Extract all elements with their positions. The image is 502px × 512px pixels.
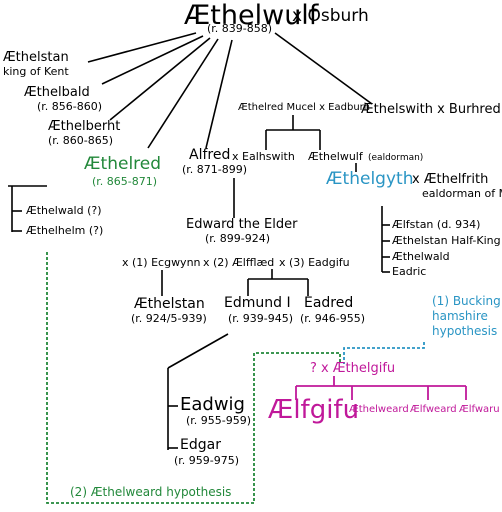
aethelred-name: Æthelred bbox=[84, 154, 162, 174]
buckinghamshire-hypothesis-path bbox=[343, 342, 425, 364]
line-to-aethelstan-kent bbox=[87, 32, 197, 63]
edward-wife-2: x (2) Ælfflæd bbox=[203, 256, 275, 269]
aethelberht-reign: (r. 860-865) bbox=[48, 134, 114, 147]
eadwig-name: Eadwig bbox=[180, 394, 245, 415]
buckinghamshire-hypothesis-line3: hypothesis bbox=[432, 324, 498, 338]
aethelbald-name: Æthelbald bbox=[24, 85, 90, 100]
aethelwald-name: Æthelwald (?) bbox=[26, 204, 102, 217]
aelfweard-name: Ælfweard bbox=[410, 404, 457, 415]
eadred-reign: (r. 946-955) bbox=[300, 312, 366, 325]
aethelbald-reign: (r. 856-860) bbox=[37, 100, 103, 113]
aethelfrith-child-3: Æthelwald bbox=[392, 250, 450, 263]
aethelstan-kent-name: Æthelstan bbox=[3, 50, 69, 65]
aethelgifu-couple: ? x Æthelgifu bbox=[310, 361, 396, 376]
aethelgyth-spouse: x Æthelfrith bbox=[412, 172, 489, 187]
eadred-name: Eadred bbox=[304, 295, 354, 311]
eadwig-reign: (r. 955-959) bbox=[186, 414, 252, 427]
aelfgifu-name: Ælfgifu bbox=[268, 395, 360, 425]
blue-dashed-connector bbox=[343, 342, 425, 364]
aethelweard-hypothesis-label: (2) Æthelweard hypothesis bbox=[70, 485, 232, 499]
edward-name: Edward the Elder bbox=[186, 217, 298, 232]
line-to-alfred bbox=[205, 39, 233, 149]
aethelgifu-lines bbox=[295, 376, 467, 400]
aethelred-mucel-couple: Æthelred Mucel x Eadburh bbox=[238, 102, 370, 113]
line-to-aethelswith bbox=[274, 32, 373, 105]
alfred-spouse: x Ealhswith bbox=[232, 150, 295, 163]
alfred-name: Alfred bbox=[189, 147, 231, 163]
edmund-reign: (r. 939-945) bbox=[228, 312, 294, 325]
edmund-name: Edmund I bbox=[224, 295, 291, 311]
edward-reign: (r. 899-924) bbox=[205, 232, 271, 245]
aelfwaru-name: Ælfwaru bbox=[459, 404, 500, 415]
aethelwulf-name: Æthelwulf bbox=[184, 0, 319, 31]
aethelred-reign: (r. 865-871) bbox=[92, 175, 158, 188]
green-dashed-connector bbox=[46, 252, 341, 504]
aethelfrith-title: ealdorman of Merc bbox=[422, 187, 502, 200]
edgar-reign: (r. 959-975) bbox=[174, 454, 240, 467]
lineage-lines bbox=[8, 32, 390, 450]
buckinghamshire-hypothesis-line2: hamshire bbox=[432, 309, 488, 323]
aethelfrith-child-1: Ælfstan (d. 934) bbox=[392, 218, 481, 231]
aethelweard-name: Æthelweard bbox=[349, 404, 409, 415]
aethelstan-kent-title: king of Kent bbox=[3, 65, 69, 78]
aethelwulf-spouse: x Osburh bbox=[292, 6, 369, 26]
aethelstan-king-reign: (r. 924/5-939) bbox=[131, 312, 207, 325]
line-to-aethelred bbox=[147, 38, 219, 149]
aethelberht-name: Æthelberht bbox=[48, 119, 121, 134]
edward-wife-3: x (3) Eadgifu bbox=[279, 256, 350, 269]
line-to-aethelberht bbox=[109, 37, 211, 121]
aethelgyth-name: Æthelgyth bbox=[326, 169, 414, 189]
alfred-reign: (r. 871-899) bbox=[182, 163, 248, 176]
aethelfrith-child-4: Eadric bbox=[392, 265, 427, 278]
line-edmund-to-sons bbox=[167, 333, 229, 369]
aethelwulf-reign: (r. 839-858) bbox=[207, 22, 273, 35]
aethelwulf-ealdorman-title: (ealdorman) bbox=[368, 153, 424, 163]
edgar-name: Edgar bbox=[180, 437, 221, 453]
aethelstan-king-name: Æthelstan bbox=[134, 296, 205, 312]
aethelswith-couple: Æthelswith x Burhred bbox=[361, 102, 501, 117]
aethelfrith-child-2: Æthelstan Half-King bbox=[392, 234, 501, 247]
aethelhelm-name: Æthelhelm (?) bbox=[26, 224, 104, 237]
line-to-aethelbald bbox=[101, 35, 204, 85]
buckinghamshire-hypothesis-line1: (1) Bucking bbox=[432, 294, 501, 308]
edward-wife-1: x (1) Ecgwynn bbox=[122, 256, 201, 269]
aethelwulf-ealdorman-name: Æthelwulf bbox=[308, 150, 363, 163]
aethelweard-hypothesis-path bbox=[46, 252, 341, 504]
